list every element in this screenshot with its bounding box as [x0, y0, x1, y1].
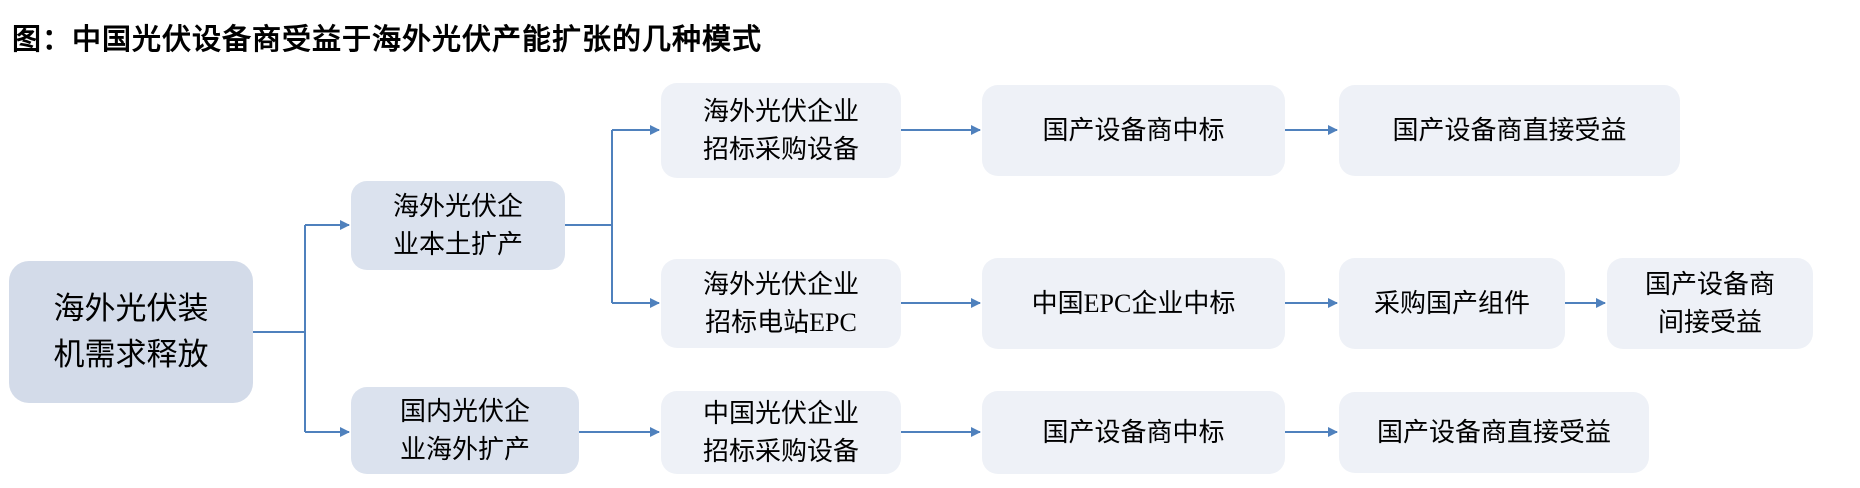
node-text: 间接受益 — [1657, 307, 1762, 337]
node-china-epc-win: 中国EPC企业中标 — [982, 258, 1285, 349]
node-text: 招标电站EPC — [705, 307, 857, 337]
figure-title: 图：中国光伏设备商受益于海外光伏产能扩张的几种模式 — [12, 24, 763, 56]
node-root: 海外光伏装机需求释放 — [9, 261, 253, 403]
node-text: 业海外扩产 — [399, 434, 530, 464]
node-text: 招标采购设备 — [702, 436, 859, 466]
node-domestic-win-1: 国产设备商中标 — [982, 85, 1285, 176]
node-domestic-overseas-expansion: 国内光伏企业海外扩产 — [351, 387, 579, 474]
node-text: 中国光伏企业 — [702, 398, 859, 428]
connector-local — [565, 130, 613, 303]
node-text: 海外光伏企业 — [702, 269, 859, 299]
node-text: 招标采购设备 — [702, 134, 859, 164]
node-direct-benefit-2: 国产设备商直接受益 — [1339, 392, 1649, 473]
node-buy-modules: 采购国产组件 — [1339, 258, 1565, 349]
node-overseas-bid-epc: 海外光伏企业招标电站EPC — [661, 259, 901, 348]
node-overseas-bid-equipment: 海外光伏企业招标采购设备 — [661, 83, 901, 178]
node-text: 国产设备商 — [1644, 269, 1775, 299]
node-text: 海外光伏企业 — [702, 96, 859, 126]
node-china-bid-equipment: 中国光伏企业招标采购设备 — [661, 391, 901, 474]
node-direct-benefit-1: 国产设备商直接受益 — [1339, 85, 1680, 176]
connector-root — [253, 225, 306, 432]
node-text: 国内光伏企 — [399, 396, 530, 426]
node-text: 海外光伏企 — [392, 191, 523, 221]
node-domestic-win-2: 国产设备商中标 — [982, 391, 1285, 474]
node-text: 业本土扩产 — [392, 229, 523, 259]
node-indirect-benefit: 国产设备商间接受益 — [1607, 258, 1813, 349]
node-text: 海外光伏装 — [53, 291, 209, 326]
node-text: 机需求释放 — [53, 337, 209, 372]
node-overseas-local-expansion: 海外光伏企业本土扩产 — [351, 181, 565, 270]
